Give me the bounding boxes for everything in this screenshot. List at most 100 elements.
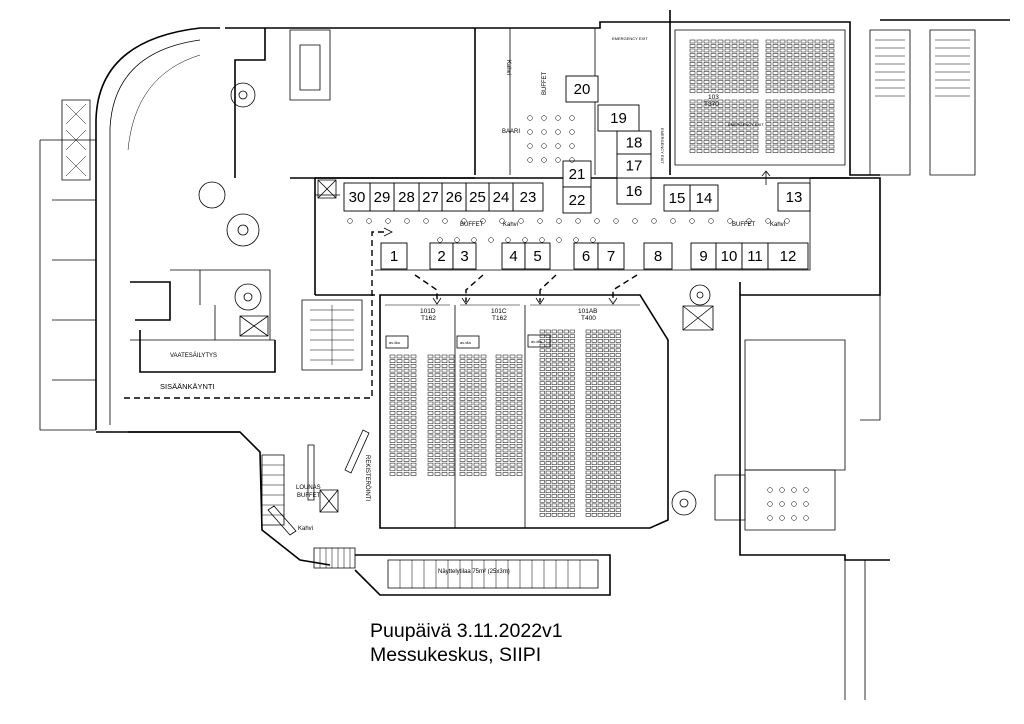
- seat: [551, 386, 557, 390]
- seat: [738, 135, 745, 140]
- seat: [459, 354, 466, 359]
- seat: [710, 39, 717, 44]
- table: [803, 487, 809, 493]
- seat: [441, 425, 448, 429]
- seat: [466, 397, 473, 401]
- seat: [396, 392, 403, 396]
- seat: [591, 362, 597, 367]
- seat: [557, 456, 563, 461]
- seat: [480, 458, 487, 462]
- seat: [752, 66, 759, 71]
- seat: [591, 508, 597, 512]
- seat: [779, 149, 786, 153]
- seat: [427, 387, 434, 392]
- seat: [557, 395, 563, 400]
- buffet-top-label: BUFFET: [542, 71, 548, 95]
- seat: [717, 149, 724, 153]
- seat: [703, 117, 710, 122]
- seat: [786, 117, 793, 122]
- seat: [495, 453, 502, 457]
- seat: [459, 462, 466, 467]
- seat: [466, 359, 473, 363]
- seat: [427, 434, 434, 439]
- seat: [551, 484, 557, 489]
- seat: [551, 329, 557, 334]
- seat: [591, 353, 597, 357]
- booth-20-outline: [565, 75, 599, 103]
- rekisterointi-label: REKISTERÖINTI: [364, 455, 371, 501]
- seat: [772, 104, 779, 108]
- seat: [772, 53, 779, 57]
- seat: [389, 467, 396, 472]
- seat: [814, 84, 821, 89]
- seat: [396, 420, 403, 425]
- seat: [551, 395, 557, 400]
- seat: [473, 462, 480, 467]
- seat: [696, 62, 703, 66]
- seat: [403, 425, 410, 429]
- seat: [807, 144, 814, 149]
- seat: [434, 359, 441, 363]
- booth-9-outline: [690, 242, 717, 270]
- seat: [569, 414, 575, 418]
- seat: [502, 444, 509, 448]
- seat: [480, 382, 487, 387]
- seat: [738, 80, 745, 84]
- seat: [696, 108, 703, 113]
- seat: [609, 484, 615, 489]
- seat: [396, 368, 403, 373]
- seat: [539, 367, 545, 371]
- seat: [828, 84, 835, 89]
- seat: [793, 117, 800, 122]
- seat: [800, 104, 807, 108]
- seat: [779, 99, 786, 104]
- nayttelytila-label: Näyttelytilaa 75m² (25x3m): [438, 569, 510, 575]
- seat: [448, 448, 455, 453]
- seat: [495, 364, 502, 368]
- seat: [828, 144, 835, 149]
- seat: [495, 415, 502, 420]
- seat: [480, 359, 487, 363]
- seat: [563, 498, 569, 503]
- booth-13-label: 13: [786, 189, 803, 206]
- seat: [615, 480, 621, 484]
- seat: [591, 339, 597, 343]
- seat: [800, 131, 807, 135]
- seat: [603, 451, 609, 456]
- seat: [724, 122, 731, 126]
- seat: [545, 475, 551, 479]
- seat: [793, 75, 800, 80]
- seat: [466, 429, 473, 434]
- seat: [569, 423, 575, 428]
- seat: [710, 104, 717, 108]
- seat: [793, 84, 800, 89]
- seat: [585, 423, 591, 428]
- seat: [696, 53, 703, 57]
- seat: [591, 390, 597, 395]
- seat: [738, 62, 745, 66]
- seat: [441, 406, 448, 410]
- seat: [563, 334, 569, 338]
- seat: [772, 144, 779, 149]
- seat: [710, 66, 717, 71]
- seat: [427, 448, 434, 453]
- seat: [403, 406, 410, 410]
- seat: [569, 343, 575, 348]
- seat: [717, 75, 724, 80]
- caption-line-1: Puupäivä 3.11.2022v1: [370, 620, 563, 642]
- seat: [772, 44, 779, 48]
- seat: [459, 406, 466, 410]
- seat: [765, 149, 772, 153]
- seat: [609, 334, 615, 338]
- table: [541, 115, 547, 121]
- seat: [765, 66, 772, 71]
- sisaankaynti-label: SISÄÄNKÄYNTI: [160, 382, 215, 391]
- table: [779, 487, 785, 493]
- table: [767, 501, 773, 507]
- seat: [828, 126, 835, 131]
- seat: [396, 411, 403, 415]
- av-tila-101c: av-tila: [460, 340, 471, 345]
- booth-13-outline: [777, 182, 811, 212]
- seat: [434, 458, 441, 462]
- seat: [745, 53, 752, 57]
